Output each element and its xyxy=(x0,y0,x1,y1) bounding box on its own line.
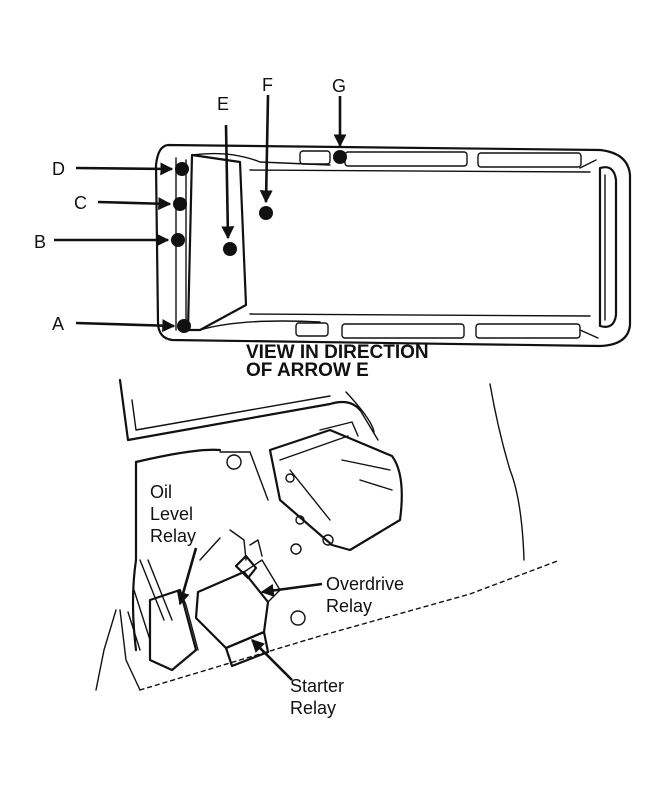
starter-relay-label-line-1: Starter xyxy=(290,676,344,696)
arrow-overdrive-relay xyxy=(260,582,323,597)
label-f: F xyxy=(262,75,273,95)
location-dot-e xyxy=(223,242,237,256)
oil-level-relay-label-line-3: Relay xyxy=(150,526,196,546)
arrow-c xyxy=(97,197,172,211)
location-dot-b xyxy=(171,233,185,247)
label-a: A xyxy=(52,314,64,334)
oil-level-relay-label-line-2: Level xyxy=(150,504,193,524)
arrow-a xyxy=(75,319,176,333)
location-dot-g xyxy=(333,150,347,164)
view-heading: VIEW IN DIRECTION OF ARROW E xyxy=(246,342,429,381)
oil-level-relay xyxy=(148,588,198,672)
arrow-e xyxy=(221,124,235,240)
detail-view xyxy=(95,378,561,691)
label-e: E xyxy=(217,94,229,114)
overdrive-relay-label-line-2: Relay xyxy=(326,596,372,616)
location-dot-c xyxy=(173,197,187,211)
arrow-d xyxy=(75,162,174,176)
label-g: G xyxy=(332,76,346,96)
arrow-oil-level-relay xyxy=(176,547,198,606)
label-c: C xyxy=(74,193,87,213)
label-b: B xyxy=(34,232,46,252)
vehicle-top-view xyxy=(154,143,632,348)
arrow-starter-relay xyxy=(251,639,293,681)
location-dots xyxy=(171,150,347,333)
location-dot-d xyxy=(175,162,189,176)
label-d: D xyxy=(52,159,65,179)
oil-level-relay-label-line-1: Oil xyxy=(150,482,172,502)
location-labels: D C B A E F G xyxy=(34,75,346,334)
relay-callouts: Oil Level Relay Overdrive Relay Starter … xyxy=(150,482,404,718)
arrow-f xyxy=(259,94,273,204)
pointer-arrows xyxy=(54,94,347,333)
view-heading-line-2: OF ARROW E xyxy=(246,360,369,381)
overdrive-relay-label-line-1: Overdrive xyxy=(326,574,404,594)
view-heading-line-1: VIEW IN DIRECTION xyxy=(246,342,429,363)
location-dot-f xyxy=(259,206,273,220)
starter-relay-label-line-2: Relay xyxy=(290,698,336,718)
overdrive-relay xyxy=(194,570,270,650)
starter-relay xyxy=(224,630,270,668)
location-dot-a xyxy=(177,319,191,333)
